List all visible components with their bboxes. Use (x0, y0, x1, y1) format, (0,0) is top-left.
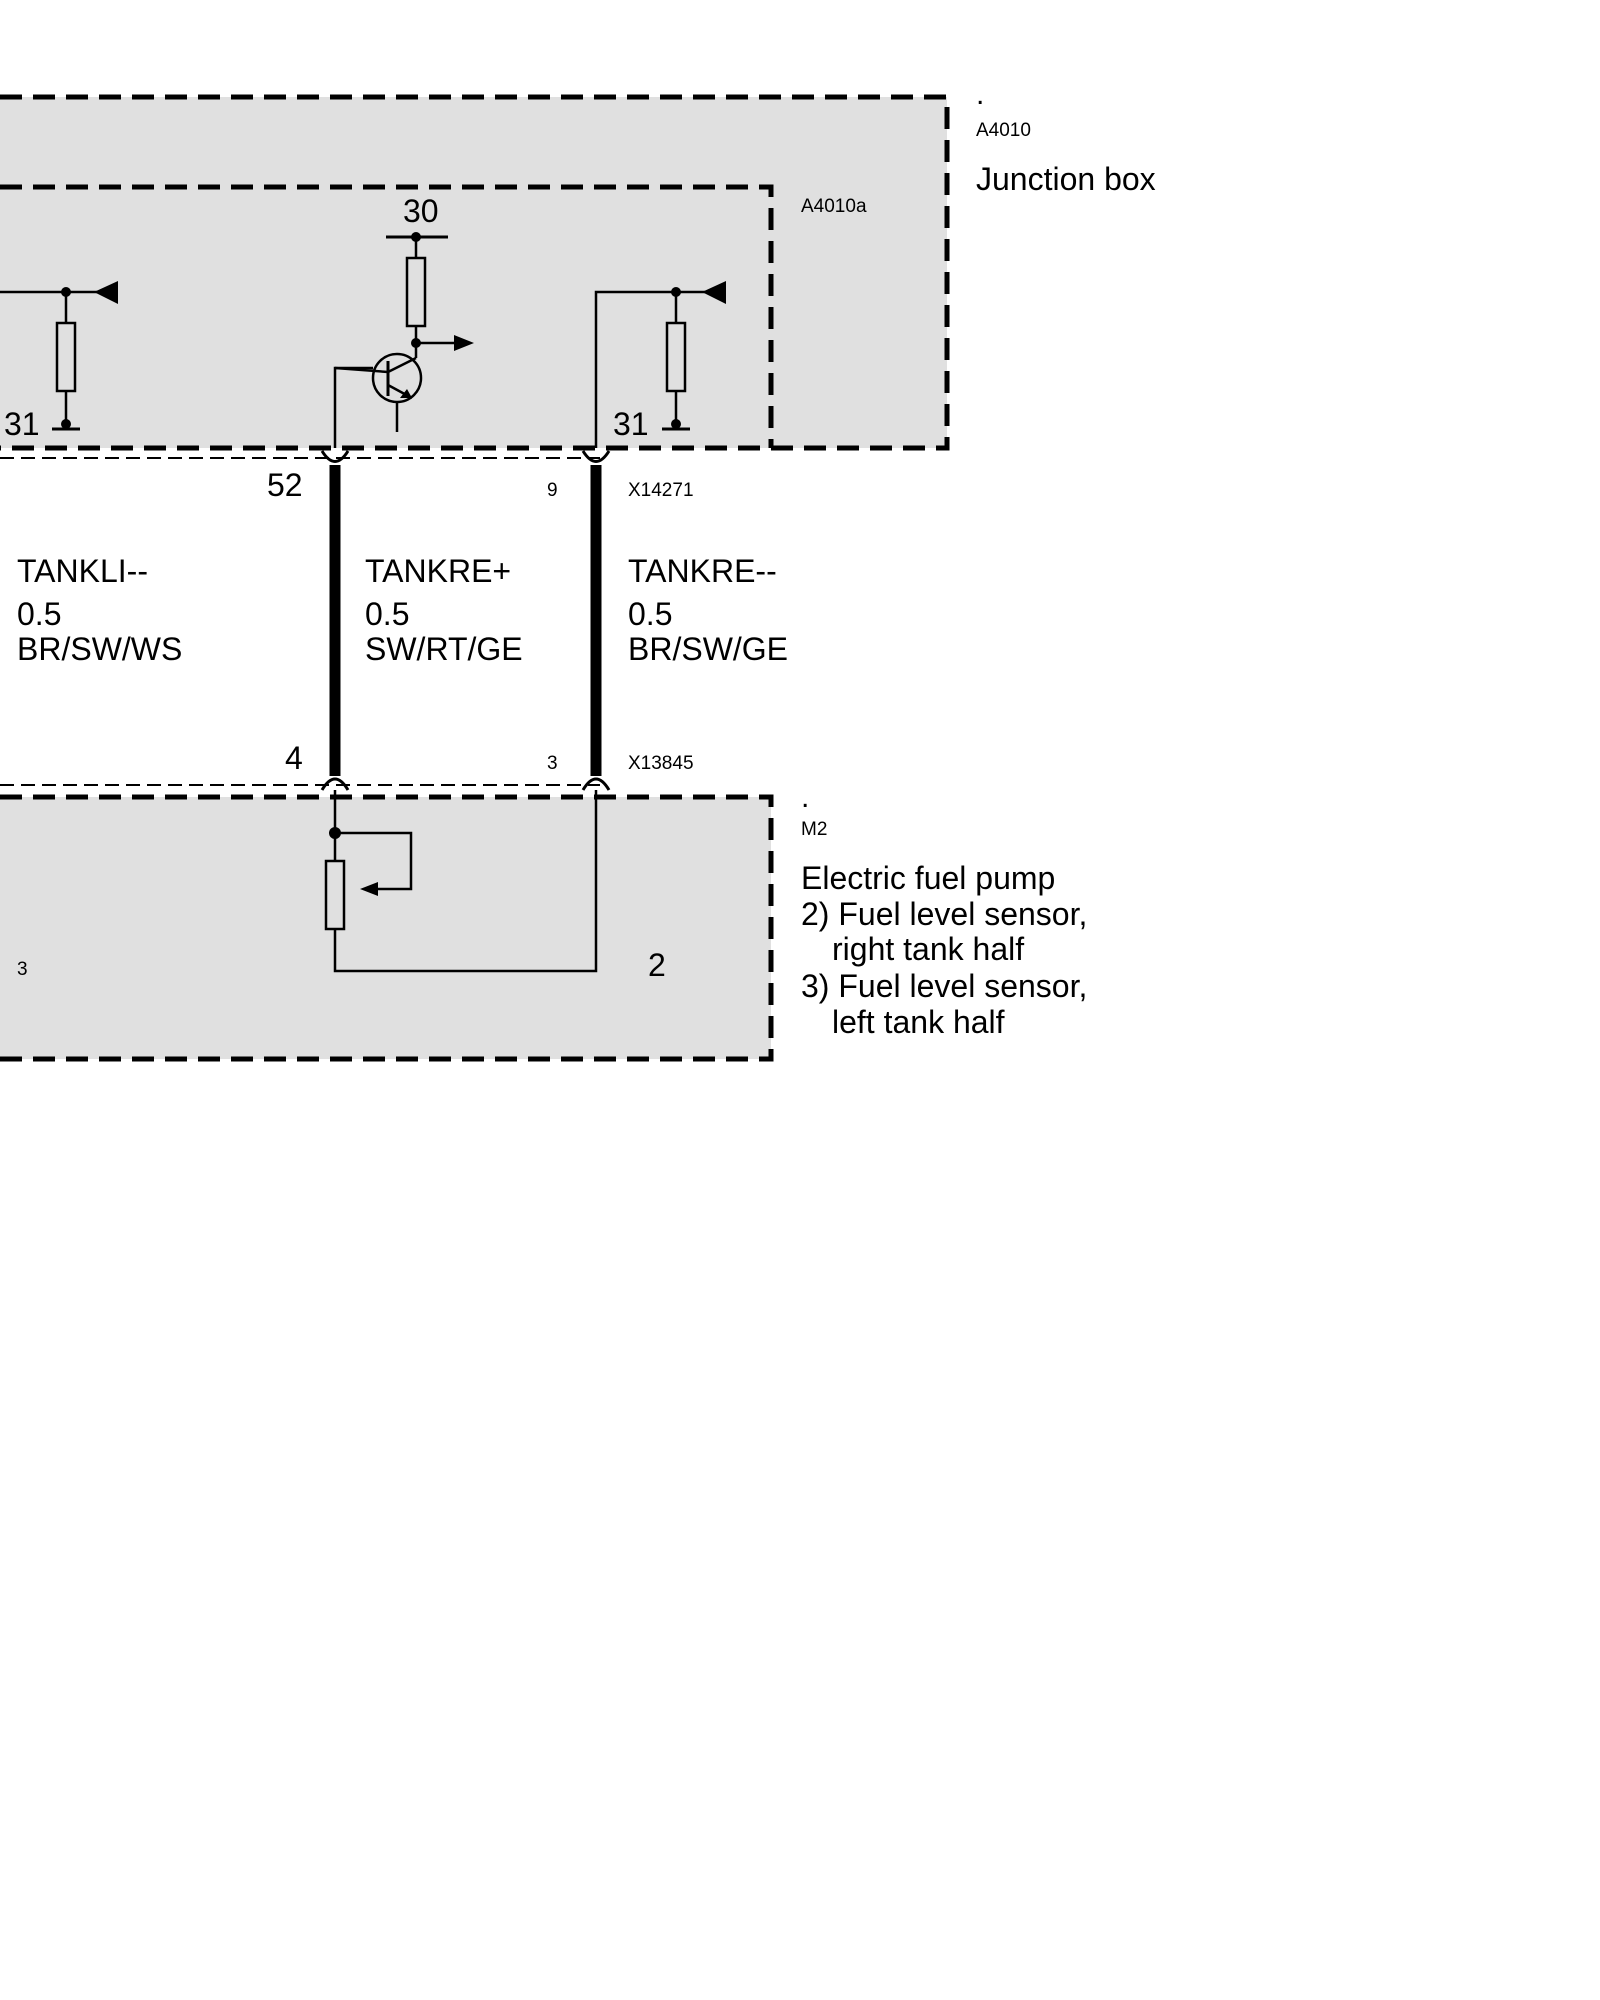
junction-box-submodule-border (0, 184, 774, 448)
junction-box-code: A4010 (976, 120, 1031, 141)
fuel-pump-note-0: 2) Fuel level sensor, (801, 896, 1087, 932)
wire-tankre-minus (581, 450, 611, 791)
fuel-pump-note-2: 3) Fuel level sensor, (801, 968, 1087, 1004)
junction-box-title: Junction box (976, 161, 1156, 197)
pump-right-variant-label: 2 (648, 947, 666, 983)
wire-0-color: BR/SW/WS (17, 631, 182, 667)
terminal-30-label: 30 (403, 193, 439, 229)
wire-tankre-plus (320, 450, 350, 791)
wire-2-signal: TANKRE-- (628, 553, 777, 589)
connector-upper-pin-left: 52 (267, 467, 303, 503)
wire-0-signal: TANKLI-- (17, 553, 148, 589)
junction-box-outline (0, 97, 947, 448)
transistor-circuit (333, 232, 474, 448)
connector-lower-pin-right: 3 (547, 753, 558, 774)
fuel-pump-note-1: right tank half (832, 931, 1024, 967)
connector-upper-code: X14271 (628, 480, 694, 501)
connector-lower-pin-left: 4 (285, 740, 303, 776)
connector-upper-pin-right: 9 (547, 480, 558, 501)
junction-box-dot: . (976, 78, 984, 111)
right-pullup-circuit (594, 281, 726, 448)
junction-box-border (0, 94, 950, 451)
wire-2-size: 0.5 (628, 596, 672, 632)
junction-box-subcode: A4010a (801, 196, 867, 217)
left-pullup-circuit (0, 281, 118, 431)
fuel-pump-note-3: left tank half (832, 1004, 1005, 1040)
wire-1-color: SW/RT/GE (365, 631, 523, 667)
fuel-level-sensor (324, 790, 598, 973)
wire-2-color: BR/SW/GE (628, 631, 788, 667)
terminal-31-right-label: 31 (613, 406, 649, 442)
fuel-pump-dot: . (801, 781, 809, 814)
pump-left-variant-label: 3 (17, 959, 28, 980)
wire-1-size: 0.5 (365, 596, 409, 632)
connector-lower-code: X13845 (628, 753, 694, 774)
fuel-pump-outline (0, 797, 771, 1059)
wire-0-size: 0.5 (17, 596, 61, 632)
fuel-pump-title: Electric fuel pump (801, 860, 1055, 896)
wire-1-signal: TANKRE+ (365, 553, 511, 589)
fuel-pump-code: M2 (801, 819, 827, 840)
terminal-31-left-label: 31 (4, 406, 40, 442)
fuel-pump-border (0, 794, 774, 1062)
